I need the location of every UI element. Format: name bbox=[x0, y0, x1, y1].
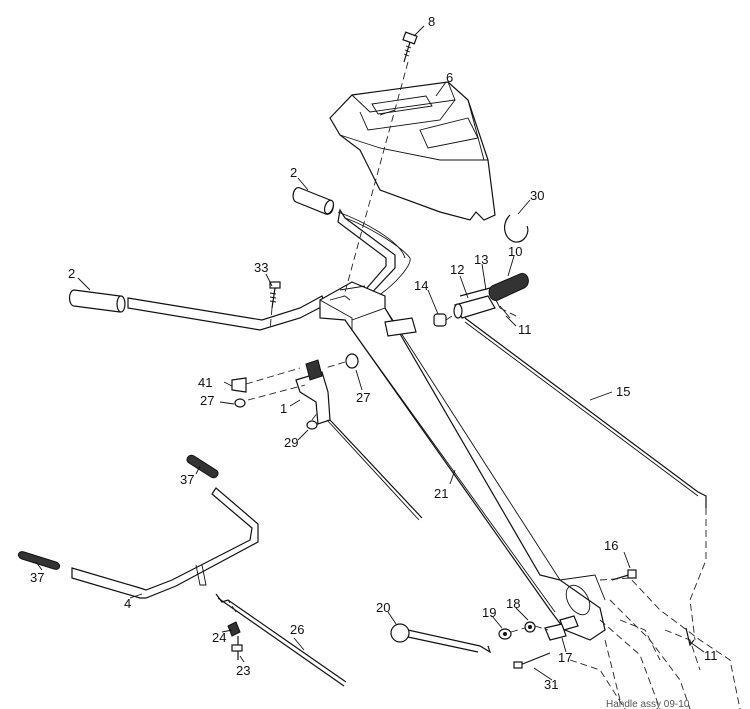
label-part-14: 14 bbox=[414, 278, 428, 293]
label-part-13: 13 bbox=[474, 252, 488, 267]
label-part-8: 8 bbox=[428, 14, 435, 29]
label-part-2-left: 2 bbox=[68, 266, 75, 281]
label-part-37-right: 37 bbox=[180, 472, 194, 487]
transmission-outline bbox=[569, 508, 741, 709]
label-part-1: 1 bbox=[280, 401, 287, 416]
label-part-26: 26 bbox=[290, 622, 304, 637]
cover-screw bbox=[402, 31, 418, 63]
label-part-29: 29 bbox=[284, 435, 298, 450]
assembly-lines bbox=[227, 61, 549, 633]
lower-bail bbox=[71, 487, 259, 599]
label-part-31: 31 bbox=[544, 677, 558, 692]
control-bracket bbox=[231, 353, 359, 430]
handle-grip-right bbox=[292, 187, 335, 215]
label-part-27-right: 27 bbox=[356, 390, 370, 405]
side-bracket bbox=[384, 317, 417, 337]
figure-footer: Handle assy 09-10 bbox=[606, 699, 690, 709]
label-part-15: 15 bbox=[616, 384, 630, 399]
label-part-18: 18 bbox=[506, 596, 520, 611]
label-part-24: 24 bbox=[212, 630, 226, 645]
label-part-37-left: 37 bbox=[30, 570, 44, 585]
label-part-30: 30 bbox=[530, 188, 544, 203]
label-part-4: 4 bbox=[124, 596, 131, 611]
label-part-27-left: 27 bbox=[200, 393, 214, 408]
label-part-19: 19 bbox=[482, 605, 496, 620]
bail-cable bbox=[215, 593, 347, 687]
label-part-11-bottom: 11 bbox=[704, 648, 718, 663]
clip-ring bbox=[503, 214, 529, 243]
label-part-11-top: 11 bbox=[518, 322, 532, 337]
handle-grip-left bbox=[68, 289, 126, 313]
label-part-23: 23 bbox=[236, 663, 250, 678]
label-part-33: 33 bbox=[254, 260, 268, 275]
label-part-12: 12 bbox=[450, 262, 464, 277]
shift-knob-assembly bbox=[433, 273, 529, 327]
label-part-41: 41 bbox=[198, 375, 212, 390]
lower-hardware bbox=[498, 569, 637, 669]
label-part-2-right: 2 bbox=[290, 165, 297, 180]
label-part-6: 6 bbox=[446, 70, 453, 85]
control-cable bbox=[329, 419, 423, 519]
label-part-10: 10 bbox=[508, 244, 522, 259]
label-part-20: 20 bbox=[376, 600, 390, 615]
label-part-17: 17 bbox=[558, 650, 572, 665]
bail-grip-right bbox=[186, 454, 219, 479]
console-cover bbox=[329, 81, 496, 221]
shift-rod bbox=[464, 317, 707, 508]
leader-lines bbox=[35, 25, 705, 681]
speed-lever bbox=[390, 623, 492, 654]
label-part-21: 21 bbox=[434, 486, 448, 501]
bail-grip-left bbox=[17, 551, 61, 570]
handle-bolt bbox=[269, 281, 281, 309]
handle-tube bbox=[319, 281, 606, 641]
label-part-16: 16 bbox=[604, 538, 618, 553]
